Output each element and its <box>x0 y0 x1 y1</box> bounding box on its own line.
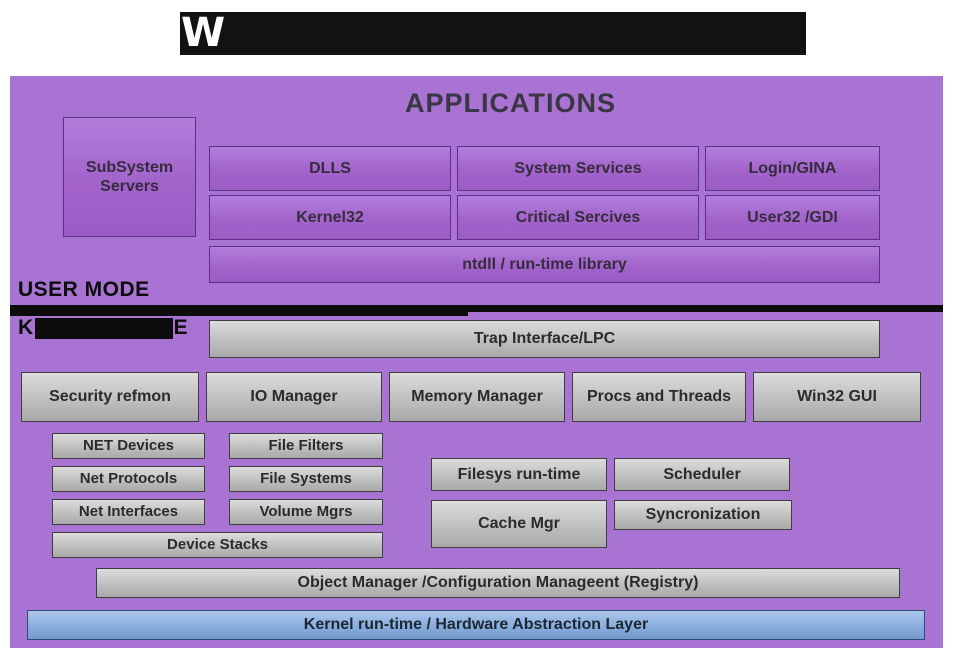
box-volume-mgrs: Volume Mgrs <box>229 499 383 525</box>
box-system-services: System Services <box>457 146 699 191</box>
box-trap-interface-lpc: Trap Interface/LPC <box>209 320 880 358</box>
box-subsystem-servers: SubSystem Servers <box>63 117 196 237</box>
kernel-label-redaction <box>34 317 173 339</box>
box-object-manager-registry: Object Manager /Configuration Manageent … <box>96 568 900 598</box>
kernel-label-end: E <box>173 316 189 339</box>
box-login-gina: Login/GINA <box>705 146 880 191</box>
title-bar: W <box>180 12 806 55</box>
box-scheduler: Scheduler <box>614 458 790 491</box>
title-redaction <box>225 12 806 55</box>
box-dlls: DLLS <box>209 146 451 191</box>
box-net-protocols: Net Protocols <box>52 466 205 492</box>
box-file-systems: File Systems <box>229 466 383 492</box>
box-win32-gui: Win32 GUI <box>753 372 921 422</box>
box-kernel-runtime-hal: Kernel run-time / Hardware Abstraction L… <box>27 610 925 640</box>
box-security-refmon: Security refmon <box>21 372 199 422</box>
title-visible-letter: W <box>181 10 226 56</box>
mode-divider-secondary <box>10 312 468 316</box>
box-synchronization: Syncronization <box>614 500 792 530</box>
kernel-mode-label: K E <box>18 316 188 340</box>
box-ntdll-runtime-library: ntdll / run-time library <box>209 246 880 283</box>
kernel-label-start: K <box>18 316 34 339</box>
box-net-interfaces: Net Interfaces <box>52 499 205 525</box>
box-kernel32: Kernel32 <box>209 195 451 240</box>
box-cache-mgr: Cache Mgr <box>431 500 607 548</box>
box-net-devices: NET Devices <box>52 433 205 459</box>
mode-divider <box>10 305 943 312</box>
architecture-diagram: APPLICATIONS SubSystem Servers DLLS Syst… <box>10 76 943 648</box>
box-procs-and-threads: Procs and Threads <box>572 372 746 422</box>
box-user32-gdi: User32 /GDI <box>705 195 880 240</box>
applications-heading: APPLICATIONS <box>404 88 616 118</box>
user-mode-label: USER MODE <box>18 278 150 301</box>
box-io-manager: IO Manager <box>206 372 382 422</box>
box-memory-manager: Memory Manager <box>389 372 565 422</box>
box-filesys-runtime: Filesys run-time <box>431 458 607 491</box>
box-critical-services: Critical Sercives <box>457 195 699 240</box>
box-device-stacks: Device Stacks <box>52 532 383 558</box>
box-file-filters: File Filters <box>229 433 383 459</box>
